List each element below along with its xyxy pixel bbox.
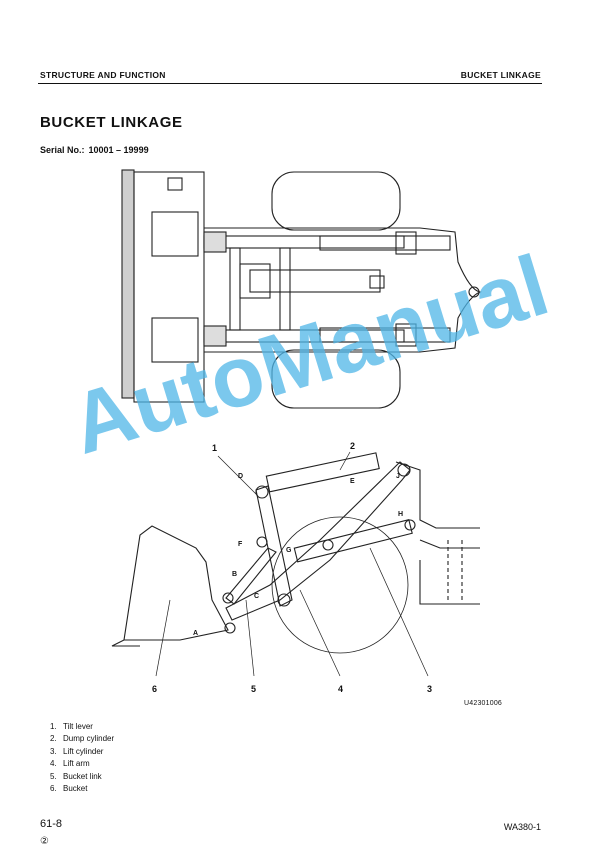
tilt-lever-side-view — [255, 485, 293, 607]
front-frame-top-view — [204, 227, 482, 353]
lift-cylinder-arm-pin — [322, 539, 334, 551]
callout-5: 5 — [251, 684, 256, 694]
side-view-drawing — [111, 451, 480, 677]
leader-5 — [245, 599, 255, 677]
front-tire-side — [271, 516, 409, 654]
front-frame-side-view — [395, 461, 480, 605]
lift-arm-frame-pin — [397, 463, 411, 477]
callout-6: 6 — [152, 684, 157, 694]
serial-number: Serial No.:10001 – 19999 — [40, 145, 149, 155]
callout-1: 1 — [212, 443, 217, 453]
tilt-lever-center-pin — [256, 536, 268, 548]
section-letter-a: A — [193, 630, 198, 637]
callout-3: 3 — [427, 684, 432, 694]
bucket-side-view — [123, 525, 229, 641]
model-code: WA380-1 — [503, 822, 541, 832]
lift-arm-bucket-pin — [277, 593, 291, 607]
cross-tube — [229, 247, 241, 331]
section-letter-c: C — [254, 593, 259, 600]
section-letter-g: G — [286, 547, 292, 554]
leader-4 — [299, 589, 341, 677]
revision-mark: ② — [40, 836, 49, 847]
parts-legend: 1.Tilt lever 2.Dump cylinder 3.Lift cyli… — [50, 721, 114, 795]
figure-id: U42301006 — [464, 700, 502, 707]
leader-3 — [369, 547, 429, 677]
leader-6 — [155, 599, 171, 677]
frame-hidden-lines — [447, 540, 463, 600]
lift-cylinder-top-view-upper — [319, 235, 451, 251]
tilt-lever-top-pin — [255, 485, 269, 499]
bucket-pin-boss-upper — [203, 231, 227, 253]
legend-item: 3.Lift cylinder — [50, 746, 104, 756]
callout-2: 2 — [350, 441, 355, 451]
section-letter-h: H — [398, 511, 403, 518]
bucket-bracket — [167, 177, 183, 191]
serial-label: Serial No.: — [40, 145, 85, 155]
leader-2 — [339, 451, 351, 471]
header-section: STRUCTURE AND FUNCTION — [40, 70, 166, 80]
center-hinge-pin — [468, 286, 480, 298]
bucket-inner-upper — [151, 211, 199, 257]
cross-member — [279, 247, 291, 331]
lift-cyl-mount-upper — [395, 231, 417, 255]
callout-4: 4 — [338, 684, 343, 694]
serial-value: 10001 – 19999 — [88, 145, 149, 155]
section-letter-f: F — [238, 541, 243, 548]
section-letter-j: J — [396, 473, 400, 480]
legend-item: 6.Bucket — [50, 784, 88, 794]
lift-cylinder-top-view-lower — [319, 327, 451, 343]
legend-item: 2.Dump cylinder — [50, 734, 115, 744]
dump-cylinder-top-view — [249, 269, 381, 293]
header-topic: BUCKET LINKAGE — [460, 70, 541, 80]
tilt-lever-top-view — [239, 263, 271, 299]
lift-arm-side-view — [225, 461, 411, 621]
bucket-body-top-view — [133, 171, 205, 403]
bucket-pin-boss-lower — [203, 325, 227, 347]
page-title: BUCKET LINKAGE — [40, 114, 183, 131]
lift-arm-top-view-upper — [203, 235, 405, 249]
lift-cyl-mount-lower — [395, 323, 417, 347]
legend-item: 1.Tilt lever — [50, 722, 93, 731]
section-letter-b: B — [232, 571, 237, 578]
front-tire-top — [271, 171, 401, 231]
dump-cylinder-mount — [369, 275, 385, 289]
dump-cylinder-side-view — [265, 452, 380, 493]
bucket-link-pin — [222, 592, 234, 604]
front-tire-bottom — [271, 349, 401, 409]
header-rule — [38, 83, 542, 84]
lift-cylinder-frame-pin — [404, 519, 416, 531]
bucket-hinge-pin — [224, 622, 236, 634]
page-number: 61-8 — [40, 818, 63, 830]
top-view-drawing — [121, 169, 482, 409]
bucket-tooth — [111, 639, 140, 647]
legend-item: 4.Lift arm — [50, 759, 90, 769]
bucket-inner-lower — [151, 317, 199, 363]
legend-item: 5.Bucket link — [50, 771, 102, 781]
section-letter-d: D — [238, 473, 243, 480]
leader-1 — [217, 455, 259, 497]
section-letter-e: E — [350, 478, 355, 485]
lift-cylinder-side-view — [293, 518, 413, 563]
